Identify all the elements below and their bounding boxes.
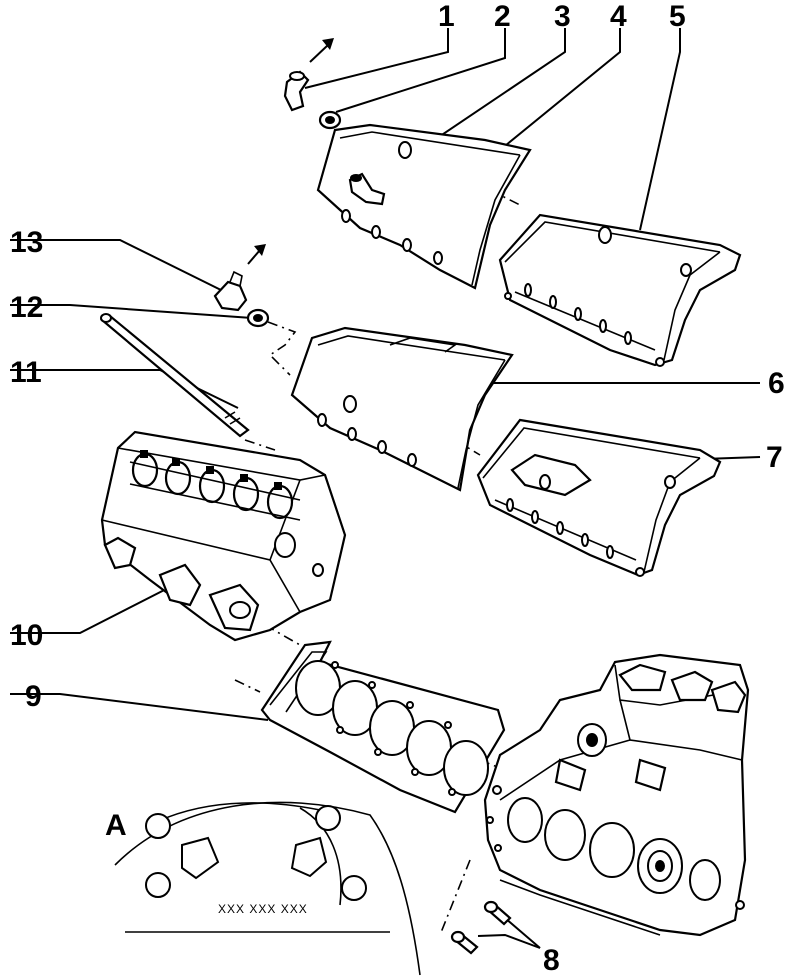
callout-11: 11 [10, 356, 42, 389]
callout-3: 3 [554, 0, 571, 33]
intake-cover-6 [290, 326, 514, 492]
leader-8b [504, 917, 541, 949]
engine-block [483, 653, 750, 937]
callout-9: 9 [25, 680, 42, 713]
leader-5 [639, 28, 681, 231]
elbow-connector-3 [348, 172, 386, 206]
leader-1 [304, 28, 449, 89]
seal-ring-12 [246, 308, 270, 328]
intake-cover-4 [316, 123, 532, 290]
callout-1: 1 [438, 0, 455, 33]
callout-7: 7 [766, 441, 783, 474]
callout-8: 8 [543, 944, 560, 977]
breather-hose-1 [283, 38, 334, 112]
cylinder-head-cover-7 [476, 418, 722, 577]
align-line-gasket-left [234, 679, 261, 693]
leader-lines [10, 28, 761, 949]
leader-2 [335, 28, 506, 113]
leader-4 [499, 28, 621, 151]
cylinder-head-10 [100, 430, 347, 642]
head-gasket-9 [260, 640, 506, 814]
align-line-rod [244, 439, 276, 451]
head-bolt-8b [450, 930, 479, 955]
callout-4: 4 [610, 0, 627, 33]
callout-13: 13 [10, 226, 43, 259]
callout-5: 5 [669, 0, 686, 33]
breather-connector-13 [213, 244, 266, 312]
camshaft-lobes [129, 450, 301, 521]
detail-view-label: A [105, 809, 127, 842]
align-line-bolt [439, 859, 471, 936]
guide-rod-11 [100, 313, 250, 438]
leader-12 [10, 304, 253, 319]
align-line-hose-12 [267, 321, 297, 376]
cylinder-head-cover-5 [498, 213, 742, 367]
callout-6: 6 [768, 367, 785, 400]
callout-12: 12 [10, 291, 43, 324]
detail-view-a [114, 801, 421, 976]
gasket-marking-text: XXX XXX XXX [218, 902, 308, 916]
seal-ring-2 [318, 110, 342, 130]
callout-labels: 1 2 3 4 5 6 7 8 9 10 11 12 13 A XXX XXX … [10, 0, 785, 977]
callout-2: 2 [494, 0, 511, 33]
leader-8a [477, 933, 541, 949]
leader-10 [10, 581, 181, 634]
leader-9 [10, 693, 269, 721]
head-bolt-8a [483, 900, 512, 926]
callout-10: 10 [10, 619, 43, 652]
leader-13 [10, 239, 226, 293]
